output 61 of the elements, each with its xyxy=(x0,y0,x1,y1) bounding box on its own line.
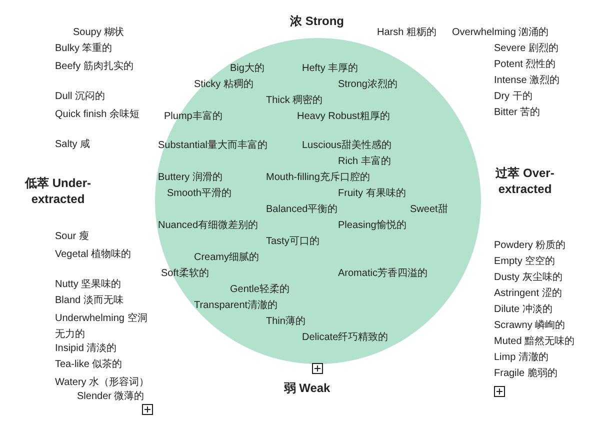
descriptor-word: Fragile 脆弱的 xyxy=(494,368,558,380)
descriptor-word: Bitter 苦的 xyxy=(494,107,540,119)
descriptor-word: Nutty 坚果味的 xyxy=(55,279,122,291)
descriptor-word: Beefy 筋肉扎实的 xyxy=(55,60,134,74)
descriptor-word: Underwhelming 空洞无力的 xyxy=(55,312,148,342)
axis-label: 弱 Weak xyxy=(282,380,332,396)
descriptor-word: Gentle轻柔的 xyxy=(230,284,290,296)
descriptor-word: Big大的 xyxy=(230,63,264,75)
descriptor-word: Muted 黯然无味的 xyxy=(494,336,575,348)
descriptor-word: Quick finish 余味短 xyxy=(55,108,140,122)
descriptor-word: Balanced平衡的 xyxy=(266,204,338,216)
descriptor-word: Mouth-filling充斥口腔的 xyxy=(266,172,370,184)
descriptor-word: Strong浓烈的 xyxy=(338,79,398,91)
descriptor-word: Tasty可口的 xyxy=(266,236,320,248)
descriptor-word: Watery 水（形容词） xyxy=(55,376,150,390)
descriptor-word: Powdery 粉质的 xyxy=(494,240,566,252)
descriptor-word: Nuanced有细微差别的 xyxy=(158,220,258,232)
axis-label: 浓 Strong xyxy=(289,13,345,29)
descriptor-word: Dry 干的 xyxy=(494,91,532,103)
descriptor-word: Insipid 清淡的 xyxy=(55,343,117,355)
descriptor-word: Thick 稠密的 xyxy=(266,95,323,107)
descriptor-word: Substantial量大而丰富的 xyxy=(158,140,268,152)
descriptor-word: Slender 微薄的 xyxy=(77,391,144,403)
descriptor-word: Smooth平滑的 xyxy=(167,188,232,200)
descriptor-word: Harsh 粗粝的 xyxy=(377,27,436,39)
descriptor-word: Fruity 有果味的 xyxy=(338,188,406,200)
descriptor-word: Empty 空空的 xyxy=(494,256,556,268)
descriptor-word: Heavy Robust粗厚的 xyxy=(297,111,390,123)
descriptor-word: Scrawny 嶙峋的 xyxy=(494,320,566,332)
descriptor-word: Soft柔软的 xyxy=(161,268,209,280)
descriptor-word: Luscious甜美性感的 xyxy=(302,140,392,152)
descriptor-word: Delicate纤巧精致的 xyxy=(302,332,388,344)
descriptor-word: Bulky 笨重的 xyxy=(55,43,112,55)
descriptor-word: Salty 咸 xyxy=(55,139,90,151)
descriptor-word: Astringent 涩的 xyxy=(494,288,562,300)
descriptor-word: Dilute 冲淡的 xyxy=(494,304,552,316)
descriptor-word: Soupy 糊状 xyxy=(73,27,124,39)
descriptor-word: Intense 激烈的 xyxy=(494,75,560,87)
descriptor-word: Bland 淡而无味 xyxy=(55,295,124,307)
descriptor-word: Aromatic芳香四溢的 xyxy=(338,268,428,280)
descriptor-word: Buttery 润滑的 xyxy=(158,172,222,184)
descriptor-word: Plump丰富的 xyxy=(164,111,222,123)
descriptor-word: Sour 瘦 xyxy=(55,231,89,243)
descriptor-word: Pleasing愉悦的 xyxy=(338,220,406,232)
descriptor-word: Rich 丰富的 xyxy=(338,156,391,168)
descriptor-word: Hefty 丰厚的 xyxy=(302,63,358,75)
descriptor-word: Dusty 灰尘味的 xyxy=(494,272,562,284)
descriptor-word: Overwhelming 汹涌的 xyxy=(452,27,549,39)
descriptor-word: Sticky 粘稠的 xyxy=(194,79,254,91)
descriptor-word: Creamy细腻的 xyxy=(194,252,260,264)
descriptor-word: Vegetal 植物味的 xyxy=(55,248,132,262)
axis-label: 低萃 Under-extracted xyxy=(24,175,92,207)
descriptor-word: Thin薄的 xyxy=(266,316,306,328)
descriptor-word: Limp 清澈的 xyxy=(494,352,548,364)
descriptor-word: Tea-like 似茶的 xyxy=(55,359,122,371)
descriptor-word: Sweet甜 xyxy=(410,204,448,216)
descriptor-word: Severe 剧烈的 xyxy=(494,43,558,55)
descriptor-word: Dull 沉闷的 xyxy=(55,91,106,103)
descriptor-word: Transparent清澈的 xyxy=(194,300,278,312)
descriptor-word: Potent 烈性的 xyxy=(494,59,556,71)
axis-label: 过萃 Over-extracted xyxy=(494,165,556,197)
